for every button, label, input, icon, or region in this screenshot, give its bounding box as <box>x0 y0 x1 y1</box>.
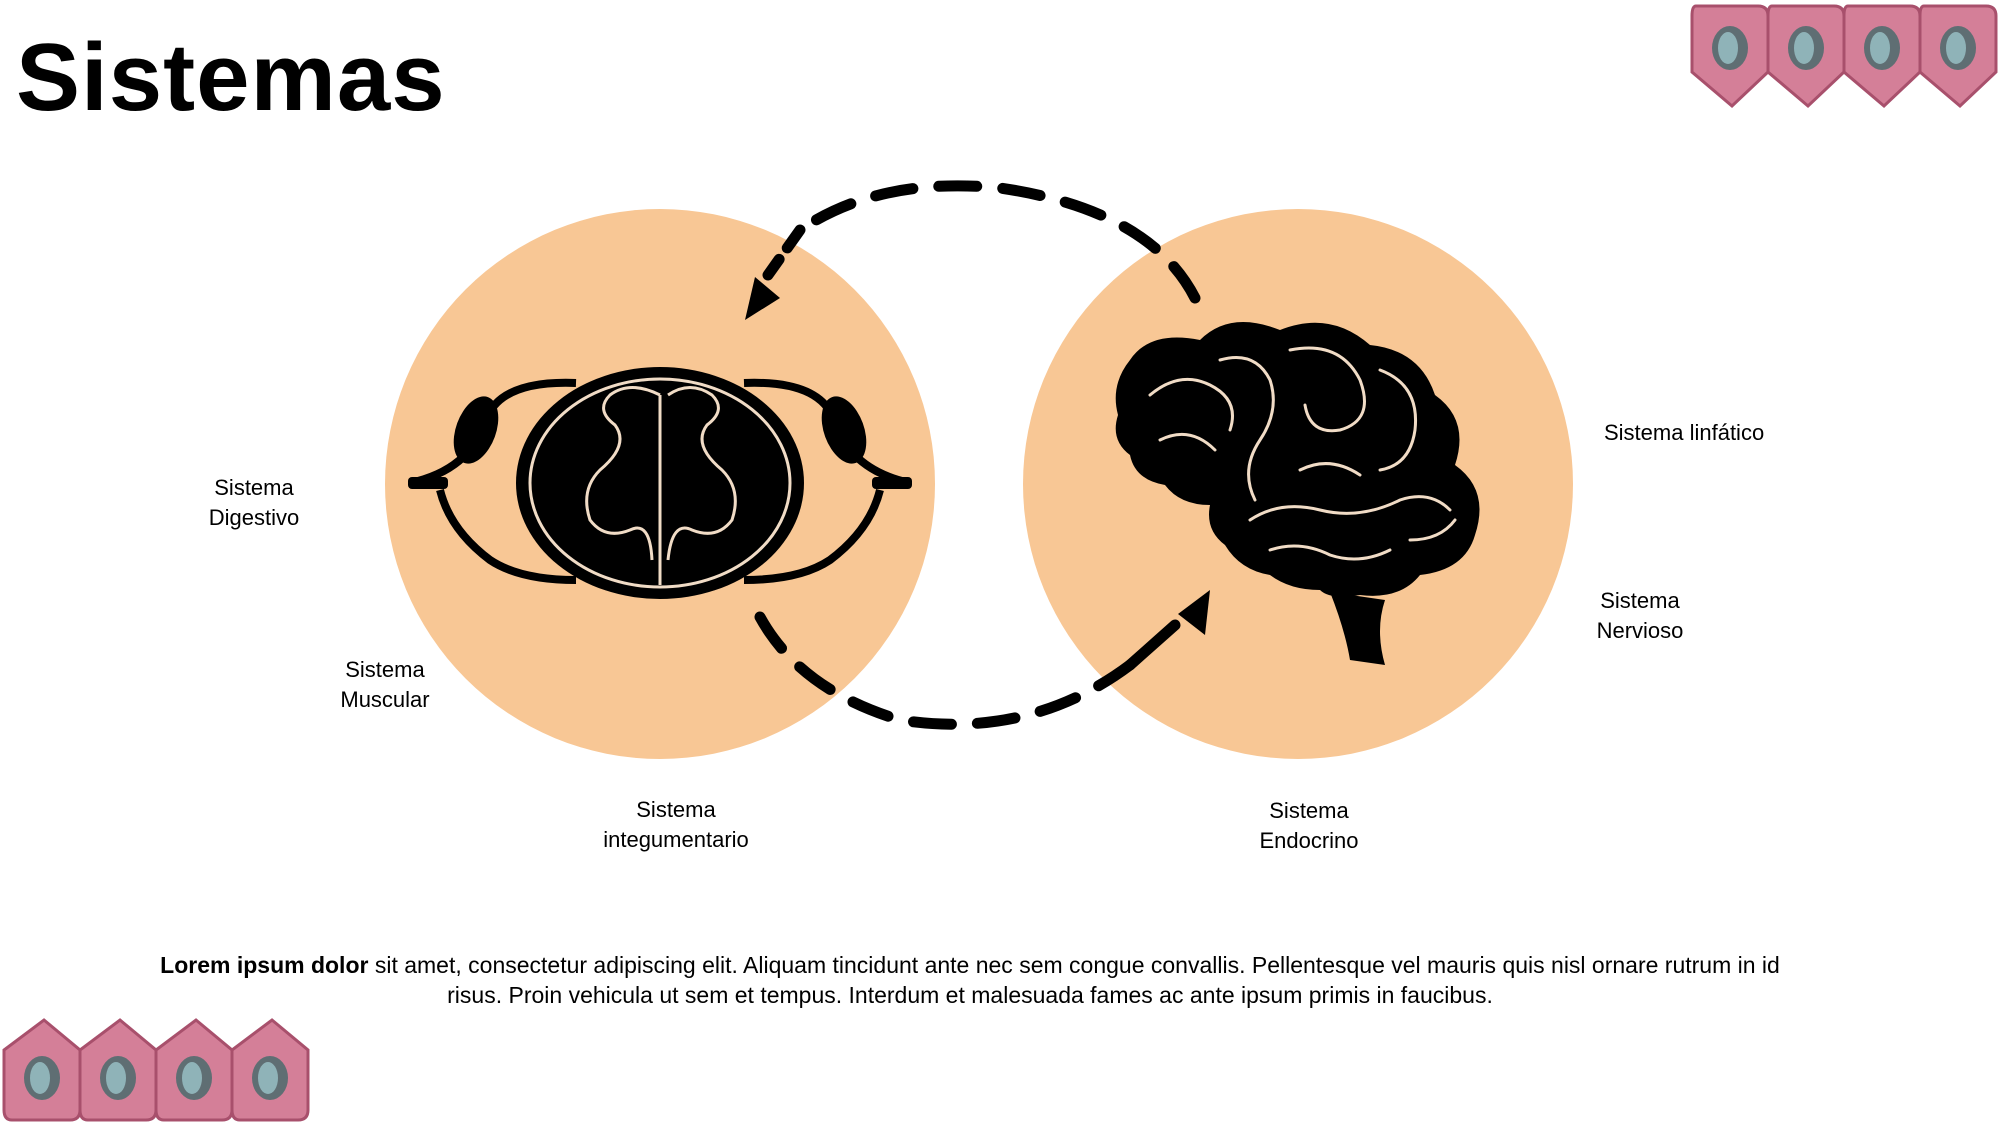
page-title: Sistemas <box>16 24 446 131</box>
epithelial-cell-icon <box>230 1018 310 1122</box>
label-sistema-integumentario: Sistema integumentario <box>603 797 749 852</box>
body-paragraph: Lorem ipsum dolor sit amet, consectetur … <box>150 950 1790 1010</box>
body-bold-lead: Lorem ipsum dolor <box>160 952 369 978</box>
cycle-arrow-bottom <box>754 590 1210 730</box>
brain-icon <box>1115 322 1480 665</box>
label-sistema-muscular: Sistema Muscular <box>340 657 430 712</box>
arrowhead-icon <box>1178 590 1210 635</box>
cells-top-right <box>1690 4 1998 109</box>
epithelial-cell-icon <box>1842 4 1922 109</box>
epithelial-cell-icon <box>1766 4 1846 109</box>
epithelial-cell-icon <box>1690 4 1770 109</box>
epithelial-cell-icon <box>78 1018 158 1122</box>
label-sistema-nervioso: Sistema Nervioso <box>1596 588 1684 643</box>
label-sistema-endocrino: Sistema Endocrino <box>1259 798 1359 853</box>
cells-bottom-left <box>2 1018 310 1122</box>
arrowhead-icon <box>745 277 780 320</box>
cycle-arrow-top <box>745 180 1201 320</box>
epithelial-cell-icon <box>1918 4 1998 109</box>
spinal-cord-cross-section-icon <box>408 367 912 599</box>
body-text: sit amet, consectetur adipiscing elit. A… <box>368 952 1780 1008</box>
label-sistema-digestivo: Sistema Digestivo <box>208 475 300 530</box>
label-sistema-linfatico: Sistema linfático <box>1604 420 1765 445</box>
